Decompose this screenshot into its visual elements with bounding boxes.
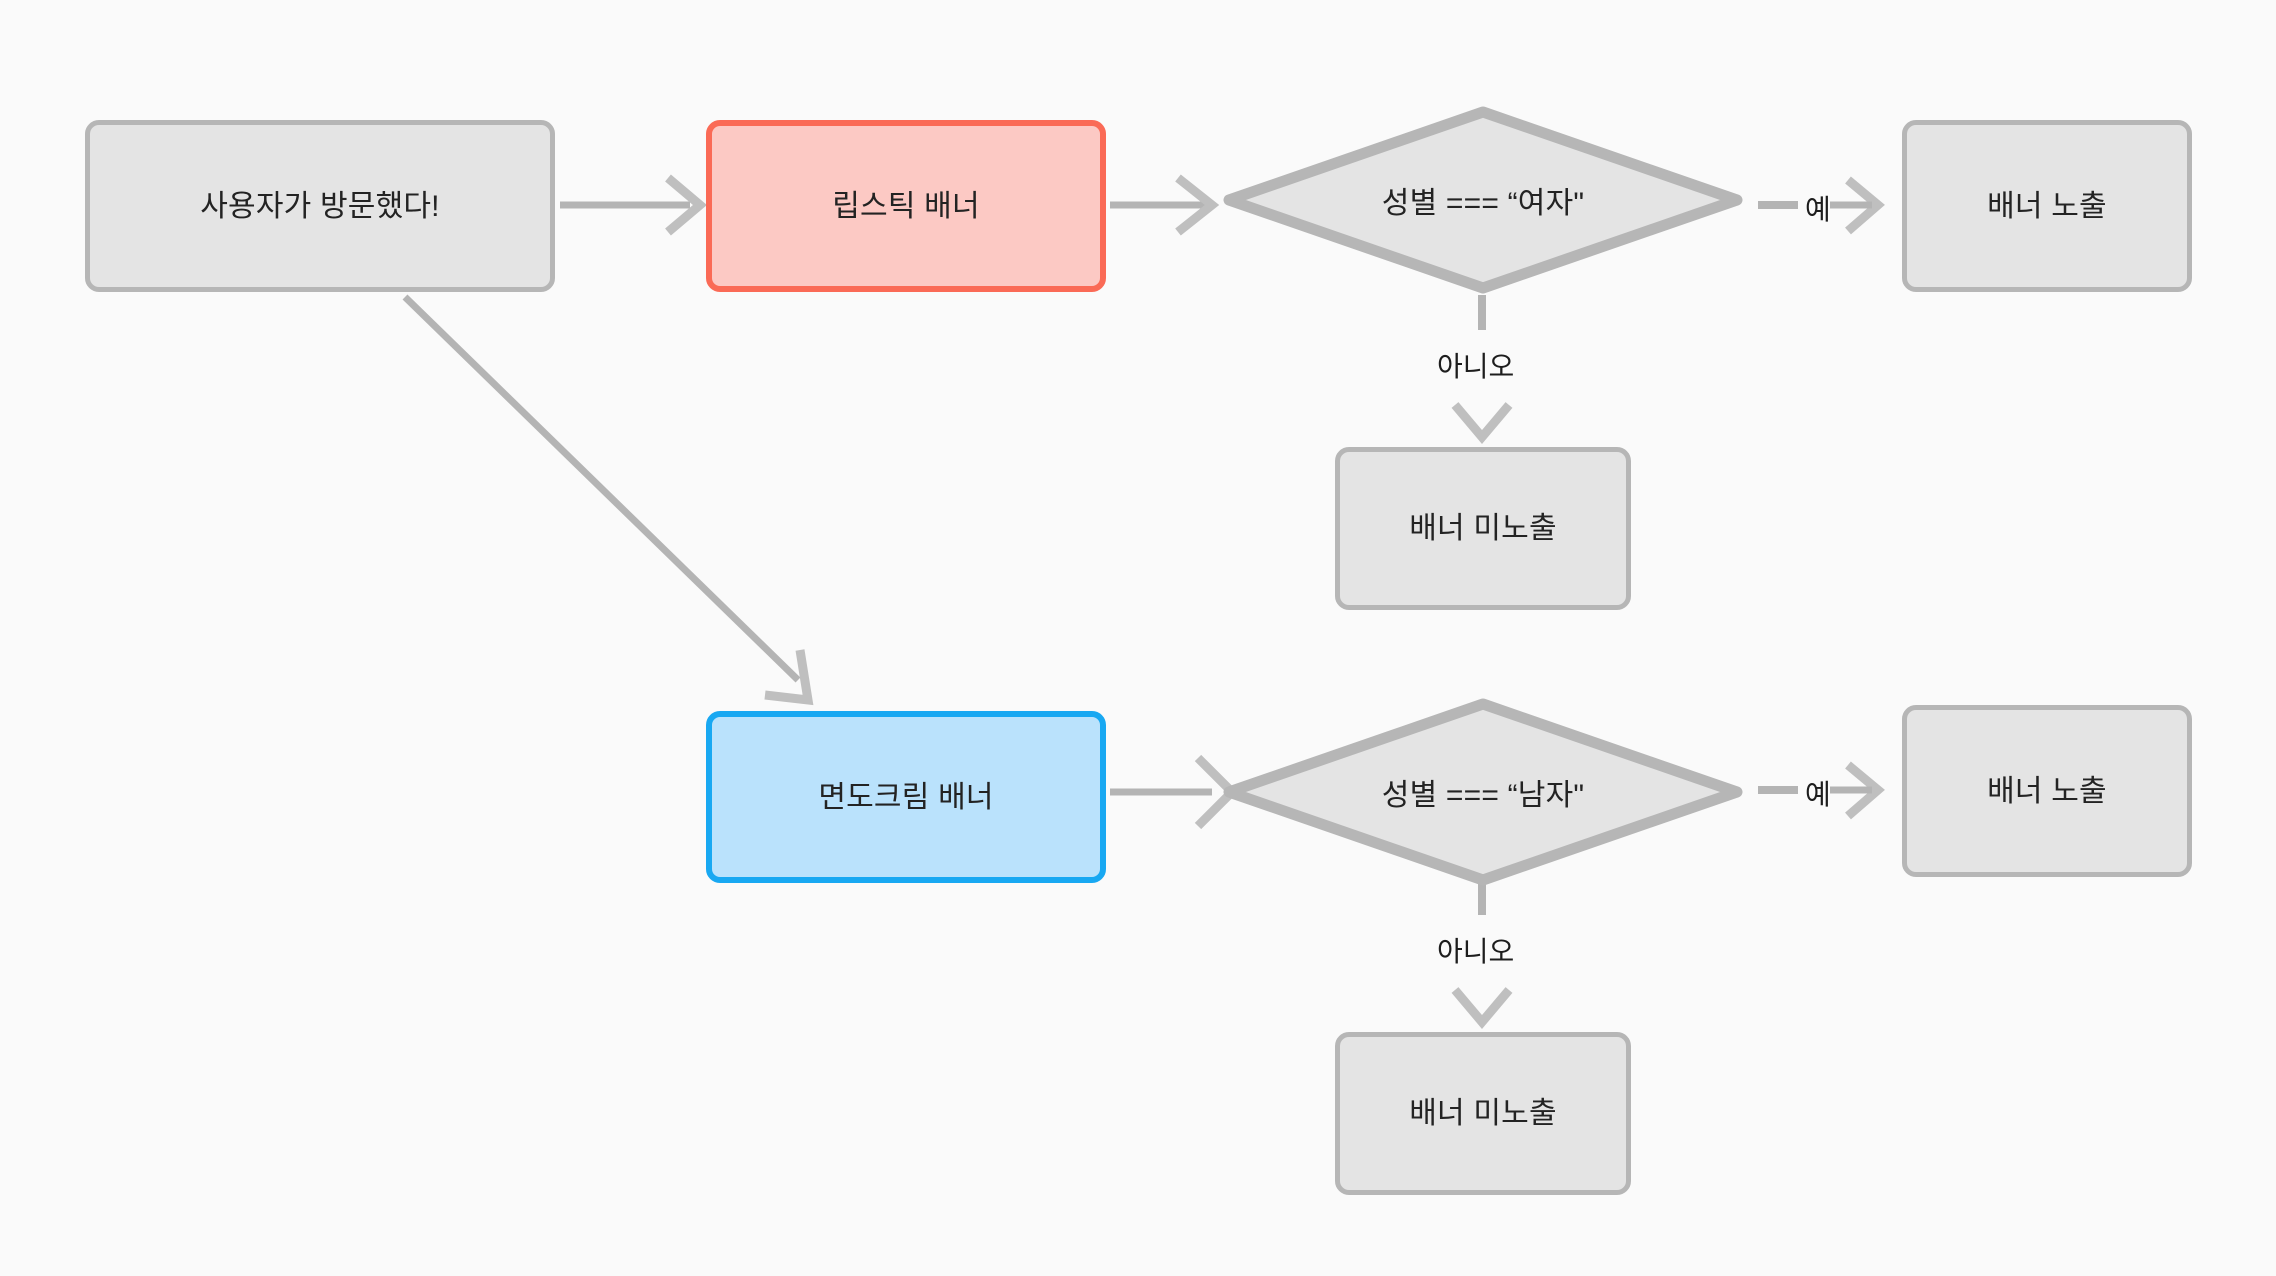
node-hide-banner-female[interactable]: 배너 미노출 (1335, 447, 1631, 610)
node-start[interactable]: 사용자가 방문했다! (85, 120, 555, 292)
node-decision-female[interactable]: 성별 === “여자" (1222, 105, 1744, 295)
edge-label-no-male-text: 아니오 (1437, 936, 1515, 967)
node-show-banner-female-label: 배너 노출 (1987, 189, 2107, 223)
edge-start-to-lipstick (560, 174, 707, 236)
node-start-label: 사용자가 방문했다! (200, 189, 440, 223)
node-hide-banner-male-label: 배너 미노출 (1409, 1097, 1557, 1130)
edge-label-no-male: 아니오 (1437, 930, 1514, 970)
node-decision-male-label: 성별 === “남자" (1381, 779, 1585, 812)
node-hide-banner-male[interactable]: 배너 미노출 (1335, 1032, 1631, 1195)
edge-label-no-female: 아니오 (1437, 345, 1514, 385)
edge-label-no-female-text: 아니오 (1437, 351, 1515, 382)
node-shavecream-banner-label: 면도크림 배너 (818, 780, 994, 814)
node-hide-banner-female-label: 배너 미노출 (1409, 512, 1557, 545)
edge-label-yes-male-text: 예 (1805, 779, 1831, 810)
edge-shavecream-to-decision-male (1110, 754, 1239, 830)
node-show-banner-male[interactable]: 배너 노출 (1902, 705, 2192, 877)
node-show-banner-female[interactable]: 배너 노출 (1902, 120, 2192, 292)
edge-lipstick-to-decision-female (1110, 174, 1220, 236)
node-lipstick-banner-label: 립스틱 배너 (832, 189, 980, 223)
edge-label-yes-female-text: 예 (1805, 194, 1831, 225)
edge-label-yes-male: 예 (1805, 773, 1831, 813)
node-shavecream-banner[interactable]: 면도크림 배너 (706, 711, 1106, 883)
node-decision-male[interactable]: 성별 === “남자" (1222, 697, 1744, 887)
diamond-shape-female (1223, 106, 1743, 294)
node-lipstick-banner[interactable]: 립스틱 배너 (706, 120, 1106, 292)
edge-start-to-shavecream (402, 294, 814, 706)
node-show-banner-male-label: 배너 노출 (1987, 774, 2107, 808)
diamond-shape-male (1223, 698, 1743, 886)
edge-label-yes-female: 예 (1805, 188, 1831, 228)
node-decision-female-label: 성별 === “여자" (1381, 187, 1585, 220)
